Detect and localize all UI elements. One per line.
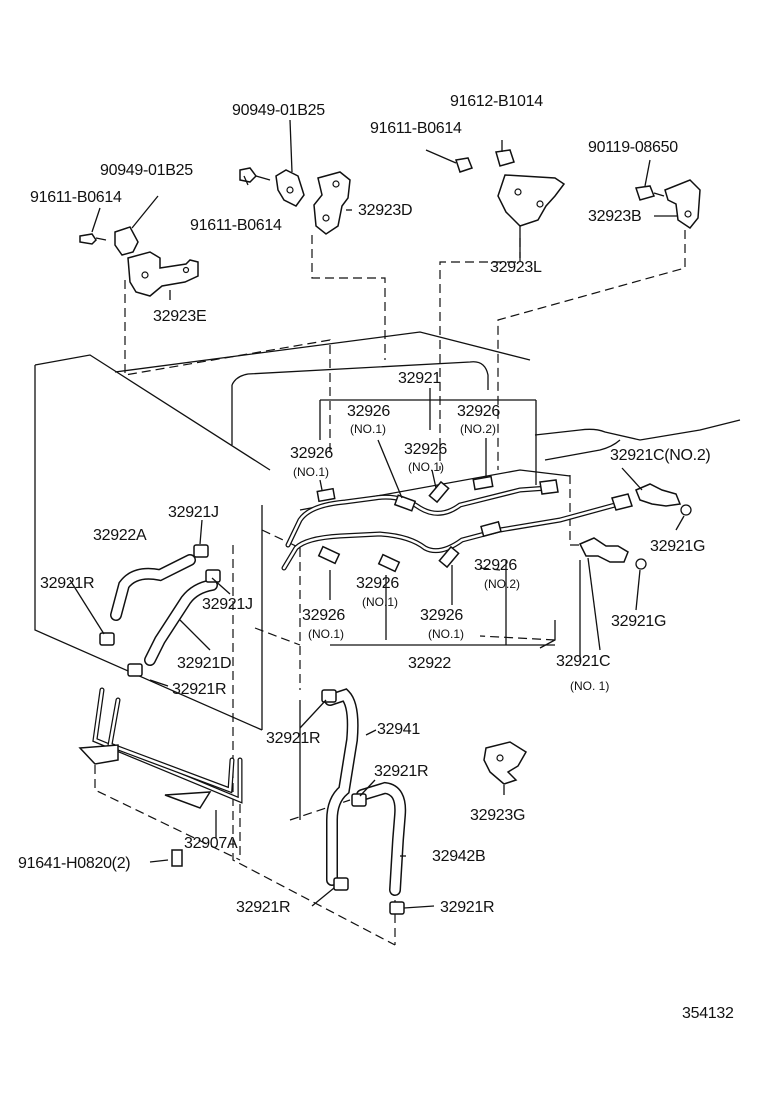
label-32923E: 32923E <box>153 308 206 325</box>
label-32922A: 32922A <box>93 527 147 544</box>
bracket-32923E <box>79 226 199 297</box>
label-32926-a: 32926 <box>347 403 390 420</box>
fitting-32921C-no2 <box>635 483 692 516</box>
label-90119-08650: 90119-08650 <box>588 139 678 156</box>
label-32907A: 32907A <box>184 835 238 852</box>
pipe-32922 <box>281 493 633 571</box>
label-32926-b: 32926 <box>457 403 500 420</box>
bracket-32923G <box>483 741 528 785</box>
label-91611-B0614-topright: 91611-B0614 <box>370 120 462 137</box>
label-91612-B1014: 91612-B1014 <box>450 93 543 110</box>
label-32921J-b: 32921J <box>202 596 253 613</box>
clamps <box>99 544 405 915</box>
label-32926-d: 32926 <box>290 445 333 462</box>
label-32923D: 32923D <box>358 202 412 219</box>
label-32921R-a: 32921R <box>40 575 94 592</box>
bracket-32923D <box>239 167 351 235</box>
label-32921C-no2: 32921C(NO.2) <box>610 447 710 464</box>
hose-32942B <box>356 781 407 896</box>
label-32921R-f: 32921R <box>440 899 494 916</box>
label-32921C-no1: 32921C <box>556 653 610 670</box>
label-32921J-a: 32921J <box>168 504 219 521</box>
band-32907A <box>78 687 243 867</box>
label-32926-c-sub: (NO.1) <box>408 460 444 474</box>
label-32921D: 32921D <box>177 655 231 672</box>
label-91611-B0614-mid: 91611-B0614 <box>190 217 282 234</box>
label-32921: 32921 <box>398 370 441 387</box>
label-32921C-no1-sub: (NO. 1) <box>570 679 609 693</box>
fitting-32921C-no1 <box>578 537 647 570</box>
label-32921R-c: 32921R <box>266 730 320 747</box>
frame-outline <box>34 331 741 820</box>
label-32926-g: 32926 <box>302 607 345 624</box>
label-32923G: 32923G <box>470 807 525 824</box>
label-32926-g-sub: (NO.1) <box>308 627 344 641</box>
label-32921G-a: 32921G <box>650 538 705 555</box>
label-91611-B0614-left: 91611-B0614 <box>30 189 122 206</box>
label-32921R-e: 32921R <box>236 899 290 916</box>
label-32926-f-sub: (NO.1) <box>362 595 398 609</box>
label-32926-a-sub: (NO.1) <box>350 422 386 436</box>
bracket-32923B <box>635 179 701 230</box>
label-32926-h-sub: (NO.1) <box>428 627 464 641</box>
assembly-dash-lines <box>94 230 686 946</box>
label-32923B: 32923B <box>588 208 641 225</box>
leader-lines <box>69 119 685 909</box>
label-32921G-b: 32921G <box>611 613 666 630</box>
label-32922: 32922 <box>408 655 451 672</box>
label-32926-b-sub: (NO.2) <box>460 422 496 436</box>
hose-32921D <box>144 579 218 666</box>
label-32926-h: 32926 <box>420 607 463 624</box>
diagram-id: 354132 <box>682 1005 734 1022</box>
label-32926-d-sub: (NO.1) <box>293 465 329 479</box>
label-32926-f: 32926 <box>356 575 399 592</box>
label-32926-e-sub: (NO.2) <box>484 577 520 591</box>
label-32942B: 32942B <box>432 848 485 865</box>
hose-32922A <box>110 554 196 621</box>
label-32923L: 32923L <box>490 259 542 276</box>
label-32926-e: 32926 <box>474 557 517 574</box>
part-labels: 90949-01B25 91612-B1014 91611-B0614 9011… <box>18 93 734 1022</box>
label-32926-c: 32926 <box>404 441 447 458</box>
label-32941: 32941 <box>377 721 420 738</box>
bracket-32923L <box>425 140 566 227</box>
label-90949-01B25-top: 90949-01B25 <box>232 102 325 119</box>
label-32921R-b: 32921R <box>172 681 226 698</box>
label-32921R-d: 32921R <box>374 763 428 780</box>
label-90949-01B25-left: 90949-01B25 <box>100 162 193 179</box>
label-91641-H0820: 91641-H0820(2) <box>18 855 130 872</box>
hose-32941 <box>324 688 359 886</box>
clips-32926 <box>316 475 502 573</box>
